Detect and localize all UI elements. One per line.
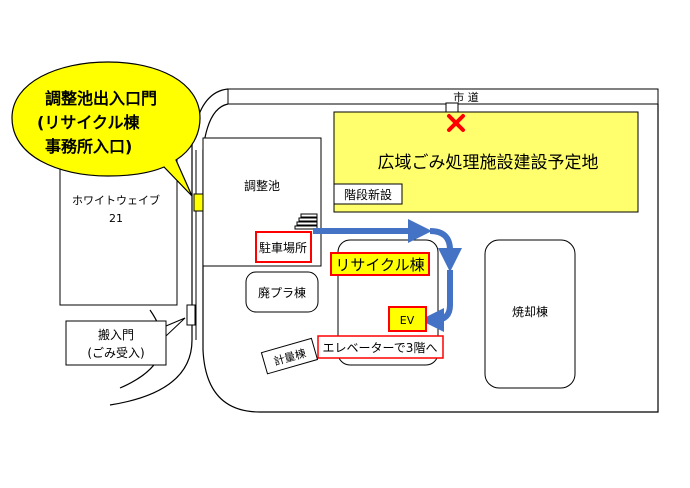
stairs-label: 階段新設	[344, 187, 392, 202]
elevator-note-label: エレベーターで3階へ	[323, 340, 438, 355]
stairs-icon	[294, 213, 318, 230]
parking-area	[255, 231, 312, 263]
elevator-note	[317, 335, 444, 359]
incinerator-building	[484, 239, 576, 389]
receiving-gate-label-1: 搬入門	[98, 327, 134, 342]
white-wave-label-2: 21	[109, 212, 123, 225]
weighing-building: 計量棟	[260, 337, 319, 375]
gate-pointer	[165, 317, 186, 338]
road-label: 市 道	[453, 90, 479, 104]
x-mark-icon	[447, 114, 465, 132]
receiving-gate-box	[65, 320, 167, 366]
site-boundary-curve	[109, 88, 229, 406]
recycle-label-box	[330, 252, 430, 276]
elevator-label: EV	[400, 314, 415, 327]
callout-line-2: (リサイクル棟	[37, 113, 141, 132]
parking-label: 駐車場所	[259, 240, 307, 255]
elevator-box	[388, 306, 427, 332]
recycle-label: リサイクル棟	[335, 256, 424, 274]
receiving-gate-marker	[186, 304, 196, 326]
road-gate-marker	[445, 102, 459, 113]
pond-label: 調整池	[244, 178, 280, 193]
incinerator-label: 焼却棟	[512, 304, 548, 319]
road	[227, 88, 659, 105]
plastic-label: 廃プラ棟	[258, 285, 306, 300]
stairs-note	[333, 183, 403, 205]
gate-callout: 調整池出入口門 (リサイクル棟 事務所入口)	[11, 61, 201, 197]
plastic-building	[245, 271, 319, 313]
receiving-gate-label-2: (ごみ受入)	[87, 345, 144, 360]
white-wave-label-1: ホワイトウェイブ	[72, 193, 160, 207]
site-boundary-inner	[202, 103, 659, 413]
planned-site-label: 広域ごみ処理施設建設予定地	[378, 153, 599, 173]
route-arrow-icon	[313, 219, 462, 332]
callout-line-1: 調整池出入口門	[45, 89, 157, 108]
callout-line-3: 事務所入口)	[45, 137, 132, 156]
